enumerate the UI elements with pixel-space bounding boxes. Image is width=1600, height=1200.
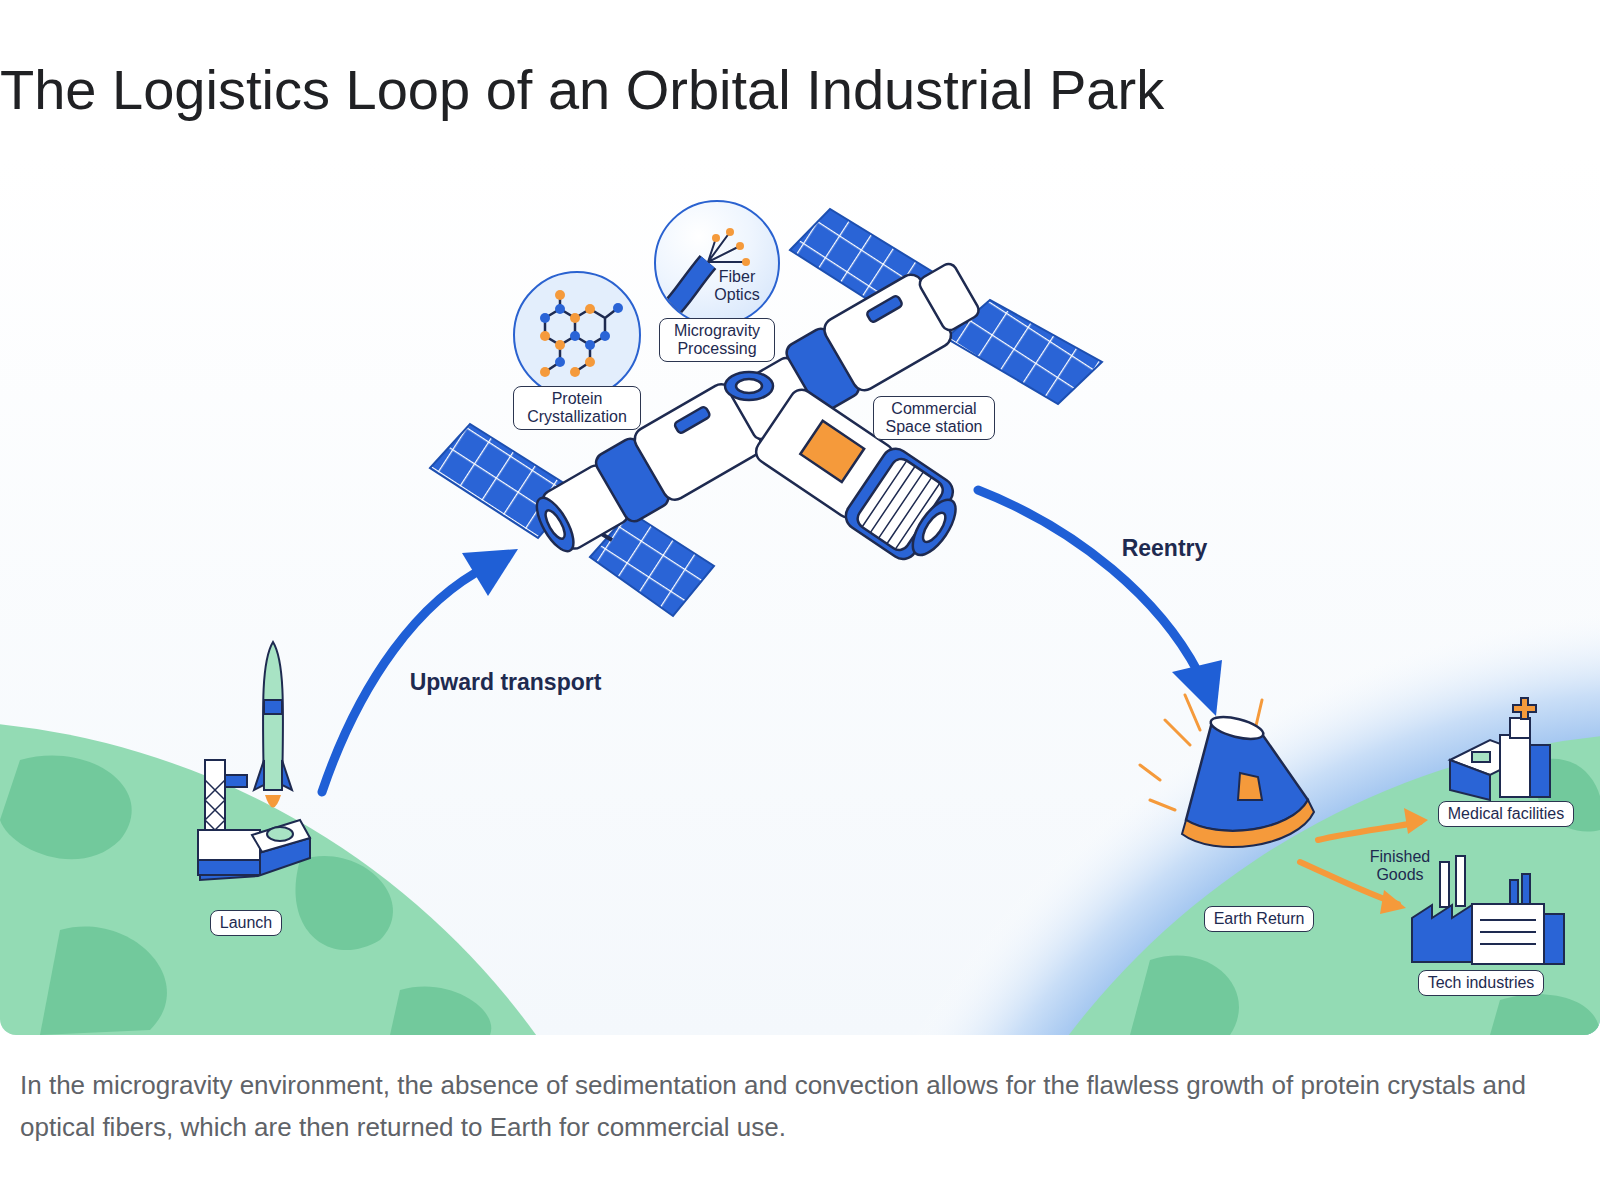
scene	[0, 155, 1600, 1035]
protein-bubble	[514, 272, 640, 398]
node-text: Microgravity Processing	[668, 322, 766, 358]
label-box: Microgravity Processing	[659, 318, 775, 362]
earth-right	[912, 732, 1600, 1035]
label-box: Medical facilities	[1438, 801, 1574, 827]
label-box: Launch	[210, 910, 282, 936]
node-text: Fiber Optics	[702, 268, 772, 304]
docking-port	[725, 372, 773, 400]
medical-building	[1450, 698, 1550, 800]
title: The Logistics Loop of an Orbital Industr…	[0, 58, 1164, 122]
node-text: Protein Crystallization	[522, 390, 632, 426]
bubble-node: Fiber Optics	[654, 200, 780, 326]
label-box: Protein Crystallization	[513, 386, 641, 430]
flow-label: Finished Goods	[1367, 848, 1433, 884]
atmosphere	[785, 605, 1600, 1035]
earth-left	[0, 720, 680, 1035]
reentry-arrow	[978, 490, 1222, 716]
label-box: Tech industries	[1418, 970, 1544, 996]
fiber-icon	[656, 202, 780, 326]
caption: In the microgravity environment, the abs…	[20, 1064, 1585, 1148]
node-text: Tech industries	[1427, 974, 1535, 992]
arrow-label: Upward transport	[409, 669, 602, 695]
node-text: Earth Return	[1213, 910, 1305, 928]
node-text: Commercial Space station	[882, 400, 986, 436]
factory-building	[1412, 856, 1564, 964]
label-box: Commercial Space station	[873, 396, 995, 440]
label-box: Earth Return	[1204, 906, 1314, 932]
launch-site	[198, 642, 310, 880]
arrow-label: Reentry	[1121, 535, 1208, 561]
node-text: Medical facilities	[1447, 805, 1565, 823]
node-text: Launch	[219, 914, 273, 932]
